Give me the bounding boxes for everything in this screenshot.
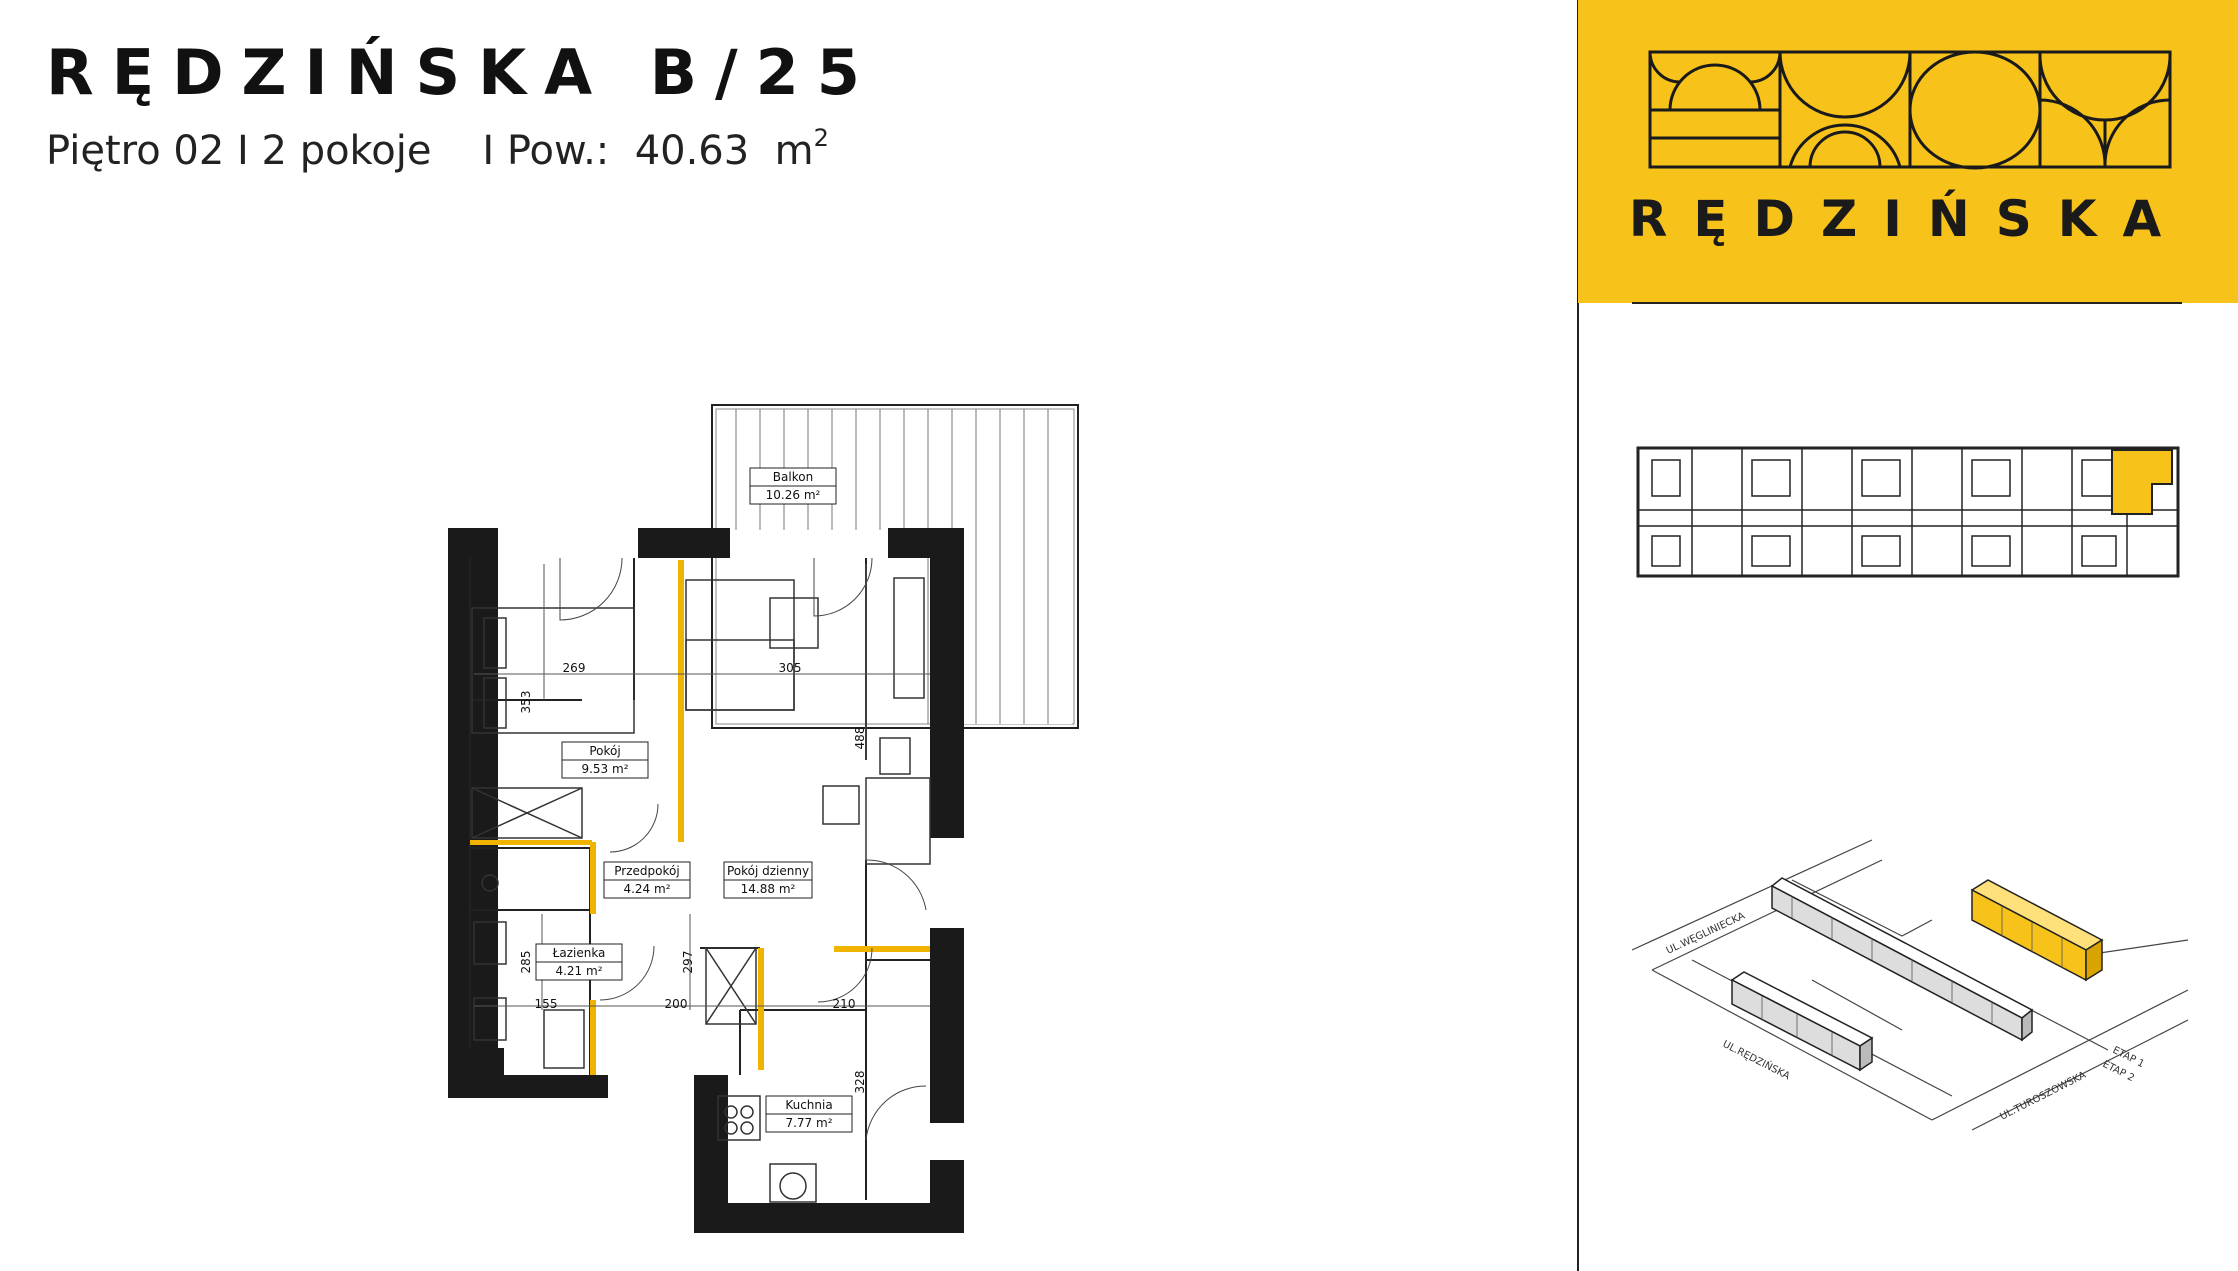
apartment-title: RĘDZIŃSKA B/25	[46, 36, 878, 109]
svg-text:285: 285	[519, 951, 533, 974]
brand-logo-icon	[1648, 50, 2172, 170]
svg-text:488: 488	[853, 727, 867, 750]
apartment-summary: Piętro 02 I 2 pokoje I Pow.: 40.63 m2	[46, 124, 829, 174]
room-label-kuchnia: Kuchnia 7.77 m²	[765, 1095, 853, 1133]
brand-name: RĘDZIŃSKA	[1628, 190, 2188, 248]
apartment-summary-text: Piętro 02 I 2 pokoje I Pow.: 40.63 m	[46, 128, 814, 174]
balcony-area	[711, 404, 1079, 729]
room-label-lazienka: Łazienka 4.21 m²	[535, 943, 623, 981]
brand-panel	[1578, 0, 2238, 303]
svg-text:Przedpokój: Przedpokój	[614, 864, 679, 878]
svg-text:305: 305	[779, 661, 802, 675]
key-plan	[1636, 446, 2180, 578]
svg-text:297: 297	[681, 951, 695, 974]
svg-text:4.21 m²: 4.21 m²	[555, 964, 602, 978]
room-label-balkon: Balkon 10.26 m²	[749, 467, 837, 505]
area-unit-superscript: 2	[813, 124, 829, 152]
svg-text:328: 328	[853, 1071, 867, 1094]
svg-text:14.88 m²: 14.88 m²	[741, 882, 796, 896]
svg-text:4.24 m²: 4.24 m²	[623, 882, 670, 896]
svg-text:Balkon: Balkon	[773, 470, 813, 484]
svg-text:Pokój dzienny: Pokój dzienny	[727, 864, 809, 878]
svg-text:Łazienka: Łazienka	[552, 946, 606, 960]
svg-text:353: 353	[519, 691, 533, 714]
brand-rule	[1632, 302, 2182, 304]
partition-walls	[470, 560, 930, 1075]
room-label-pokoj-dzienny: Pokój dzienny 14.88 m²	[723, 861, 813, 899]
furniture	[471, 577, 931, 1203]
dimension-lines	[474, 564, 930, 1010]
room-label-przedpokoj: Przedpokój 4.24 m²	[603, 861, 691, 899]
exterior-walls	[448, 528, 964, 1233]
dimension-labels: 269 305 353 488 285 297 155 200 210 328	[519, 661, 867, 1093]
street-label: UL.WĘGLINIECKA	[1665, 911, 1747, 957]
door-swings	[559, 557, 927, 1141]
svg-text:210: 210	[833, 997, 856, 1011]
svg-text:200: 200	[665, 997, 688, 1011]
svg-text:155: 155	[535, 997, 558, 1011]
svg-text:10.26 m²: 10.26 m²	[766, 488, 821, 502]
floor-plan: Balkon 10.26 m² Pokój 9.53 m² Przedpokój…	[448, 404, 1079, 1233]
panel-divider	[1577, 0, 1579, 1271]
room-label-pokoj: Pokój 9.53 m²	[561, 741, 649, 779]
street-label: UL.TUROSZOWSKA	[1998, 1070, 2088, 1123]
svg-text:269: 269	[563, 661, 586, 675]
street-label: UL.RĘDZIŃSKA	[1721, 1037, 1793, 1082]
site-plan: UL.WĘGLINIECKA UL.RĘDZIŃSKA UL.TUROSZOWS…	[1632, 839, 2189, 1131]
svg-text:Kuchnia: Kuchnia	[785, 1098, 832, 1112]
svg-text:Pokój: Pokój	[589, 744, 620, 758]
svg-text:7.77 m²: 7.77 m²	[785, 1116, 832, 1130]
svg-text:9.53 m²: 9.53 m²	[581, 762, 628, 776]
